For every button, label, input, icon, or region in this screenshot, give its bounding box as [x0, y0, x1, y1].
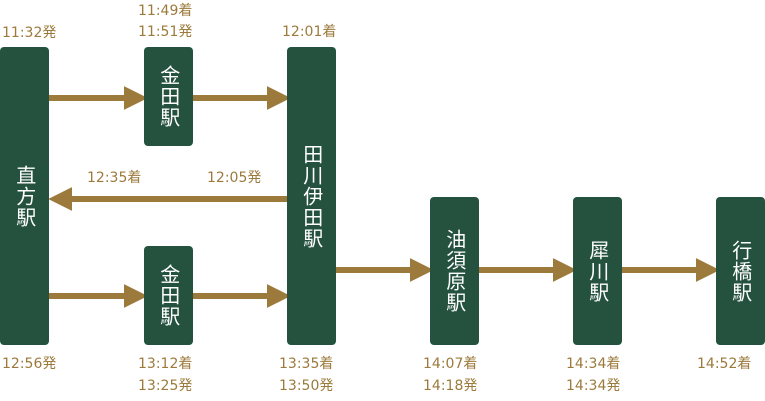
time-tagawa-arr-2: 13:35着	[279, 356, 334, 372]
time-yukuhashi-arr: 14:52着	[697, 356, 752, 372]
station-kanada-upper: 金田駅	[144, 47, 193, 146]
time-tagawa-dep-2: 13:50発	[279, 378, 334, 394]
time-yusubaru-dep: 14:18発	[423, 378, 478, 394]
station-yusubaru-label: 油須原駅	[442, 229, 467, 313]
time-kanada-lower-arr: 13:12着	[138, 356, 193, 372]
time-kanada-lower-dep: 13:25発	[138, 378, 193, 394]
time-kanada-upper-arr: 11:49着	[138, 3, 193, 19]
station-kanada-lower: 金田駅	[144, 246, 193, 345]
time-tagawa-arr-1: 12:01着	[282, 24, 337, 40]
time-tagawa-dep-return: 12:05発	[207, 170, 262, 186]
time-nogata-dep: 11:32発	[2, 25, 57, 41]
time-saigawa-dep: 14:34発	[566, 378, 621, 394]
station-yukuhashi-label: 行橋駅	[728, 239, 753, 303]
time-nogata-arr-return: 12:35着	[87, 170, 142, 186]
time-nogata-dep-2: 12:56発	[2, 356, 57, 372]
station-saigawa-label: 犀川駅	[585, 239, 610, 303]
time-saigawa-arr: 14:34着	[566, 356, 621, 372]
station-saigawa: 犀川駅	[573, 197, 622, 345]
station-nogata-label: 直方駅	[12, 164, 37, 228]
time-yusubaru-arr: 14:07着	[423, 356, 478, 372]
station-kanada-lower-label: 金田駅	[156, 264, 181, 327]
station-tagawa-ita: 田川伊田駅	[287, 47, 336, 345]
station-kanada-upper-label: 金田駅	[156, 65, 181, 128]
station-yukuhashi: 行橋駅	[716, 197, 765, 345]
station-yusubaru: 油須原駅	[430, 197, 479, 345]
time-kanada-upper-dep: 11:51発	[138, 24, 193, 40]
station-tagawa-ita-label: 田川伊田駅	[299, 143, 324, 249]
station-nogata: 直方駅	[0, 47, 49, 345]
